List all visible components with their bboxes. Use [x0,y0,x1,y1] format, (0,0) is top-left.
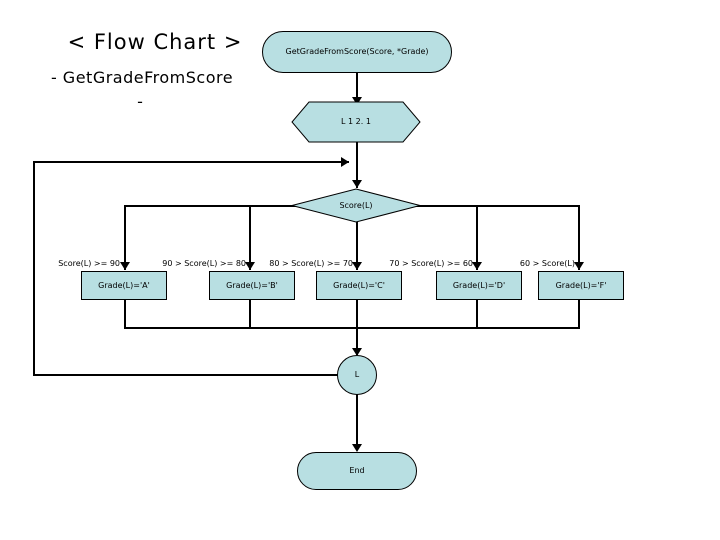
arrowhead-input [352,97,362,105]
arrowhead-grade-c [352,262,362,270]
arrowhead-connector [352,348,362,356]
branch-condition-4: 70 > Score(L) >= 60 [389,259,473,268]
node-end[interactable]: End [297,452,417,490]
branch-drop-5 [578,205,580,270]
merge-leg-2 [249,300,251,328]
edge-connector-to-end [356,394,358,450]
merge-leg-1 [124,300,126,328]
merge-bus [124,327,580,329]
edge-start-to-input [356,73,358,101]
node-grade-a-label: Grade(L)='A' [98,280,150,290]
node-grade-c[interactable]: Grade(L)='C' [316,271,402,300]
branch-drop-4 [476,205,478,270]
node-loop-connector[interactable]: L [337,355,377,395]
node-start-label: GetGradeFromScore(Score, *Grade) [285,47,429,56]
branch-condition-5: 60 > Score(L) [519,259,575,268]
node-input[interactable]: L 1 2. 1 [291,101,421,143]
edge-loopback-bottom [33,374,339,376]
node-grade-c-label: Grade(L)='C' [333,280,385,290]
edge-merge-to-connector [356,327,358,355]
page-subtitle: - GetGradeFromScore [50,68,234,87]
node-grade-b[interactable]: Grade(L)='B' [209,271,295,300]
branch-condition-3: 80 > Score(L) >= 70 [269,259,353,268]
arrowhead-decision [352,180,362,188]
node-loop-connector-label: L [354,370,360,379]
arrowhead-end [352,444,362,452]
branch-condition-2: 90 > Score(L) >= 80 [162,259,246,268]
node-end-label: End [349,466,365,475]
edge-loopback-top [33,161,349,163]
branch-drop-1 [124,205,126,270]
merge-leg-3 [356,300,358,328]
page-subtitle-dash: - [137,92,143,111]
branch-drop-3 [356,205,358,270]
page-title: < Flow Chart > [67,30,243,54]
branch-drop-2 [249,205,251,270]
merge-leg-4 [476,300,478,328]
node-grade-d[interactable]: Grade(L)='D' [436,271,522,300]
node-grade-f[interactable]: Grade(L)='F' [538,271,624,300]
node-grade-d-label: Grade(L)='D' [452,280,506,290]
arrowhead-grade-b [245,262,255,270]
node-grade-a[interactable]: Grade(L)='A' [81,271,167,300]
branch-condition-1: Score(L) >= 90 [58,259,120,268]
node-start[interactable]: GetGradeFromScore(Score, *Grade) [262,31,452,73]
edge-loopback-left [33,161,35,376]
arrowhead-grade-d [472,262,482,270]
arrowhead-grade-a [120,262,130,270]
edge-input-down [356,142,358,188]
node-grade-f-label: Grade(L)='F' [555,280,607,290]
arrowhead-loopback [341,157,349,167]
arrowhead-grade-f [574,262,584,270]
node-grade-b-label: Grade(L)='B' [226,280,278,290]
node-decision[interactable]: Score(L) [291,188,421,223]
diamond-shape [291,188,421,223]
hexagon-shape [291,101,421,143]
merge-leg-5 [578,300,580,328]
